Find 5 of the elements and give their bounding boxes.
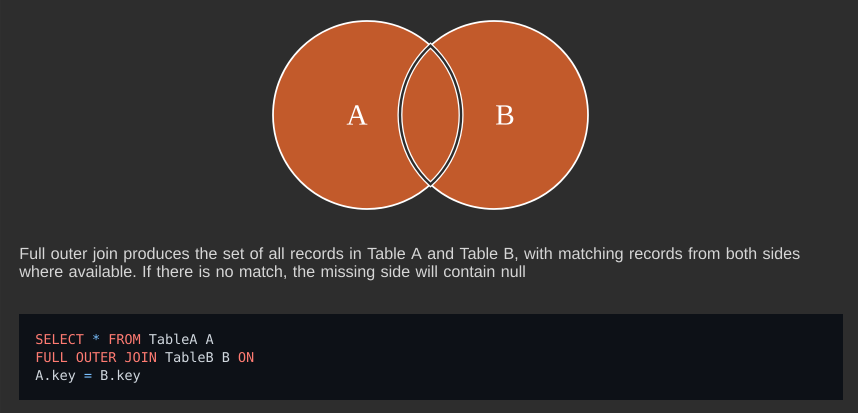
code-line: FULL OUTER JOIN TableB B ON (36, 352, 254, 362)
code-line: A.key = B.key (36, 370, 140, 383)
code-line: SELECT * FROM TableA A (36, 334, 214, 344)
intersection-lens (398, 43, 464, 187)
description-text: Full outer join produces the set of all records in Table A and Table B, with matching records from both sides where available. If there is no match, the missing side will contain null (19, 247, 800, 280)
